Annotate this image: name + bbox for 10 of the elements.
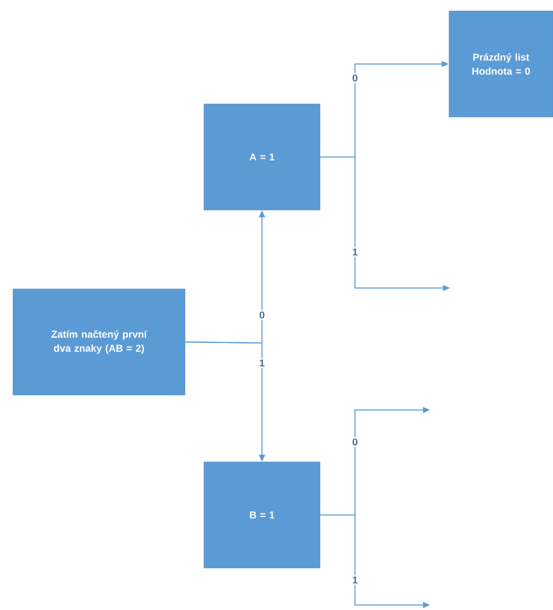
edge-label: 0 [258, 310, 266, 320]
edge-label: 1 [258, 358, 266, 368]
edge-label: 1 [350, 575, 360, 585]
process-box: B = 1 [204, 462, 320, 568]
edge-label: 1 [350, 247, 360, 257]
process-box: Prázdný list Hodnota = 0 [448, 10, 553, 118]
process-box: A = 1 [204, 104, 320, 210]
edge-label: 0 [350, 72, 360, 84]
process-box: Zatím načtený první dva znaky (AB = 2) [12, 288, 186, 396]
edge-label: 0 [350, 436, 360, 448]
